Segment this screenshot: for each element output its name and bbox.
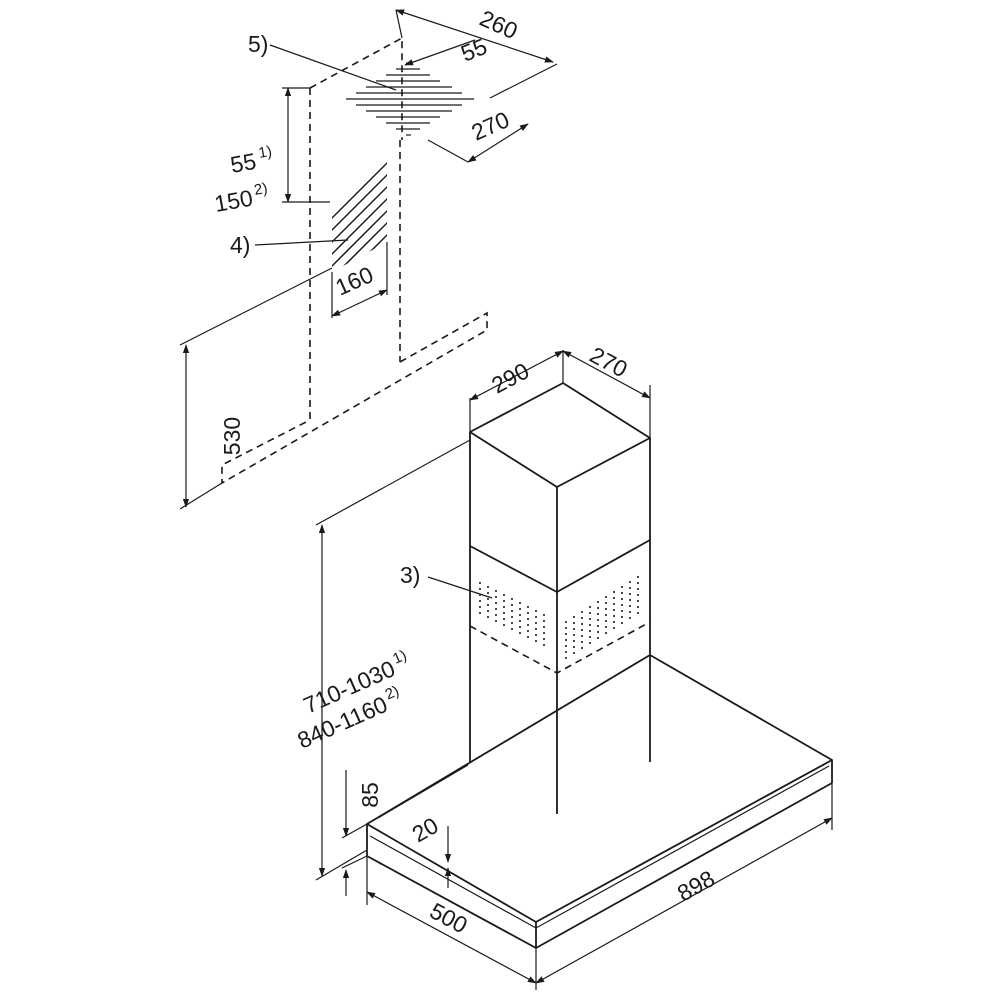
dim-20-label: 20 [408, 812, 443, 847]
air-outlet-grille [346, 62, 474, 136]
dim-85-label: 85 [357, 782, 383, 808]
dim-160-label: 160 [331, 261, 377, 300]
dim-898-label: 898 [673, 865, 719, 906]
dim-150-label: 1502) [212, 180, 271, 217]
dimension-lines [182, 9, 833, 984]
dim-270-chimney-label: 270 [586, 341, 632, 382]
extension-lines [179, 9, 833, 990]
dim-530-label: 530 [219, 417, 245, 455]
dim-290-label: 290 [487, 357, 533, 398]
callout-3: 3) [400, 562, 420, 588]
wall-bracket-outline [221, 36, 488, 485]
dim-55-label: 551) [228, 143, 275, 178]
callout-labels: 5) 4) 3) [230, 31, 420, 588]
dim-270-top-label: 270 [467, 106, 513, 145]
dim-500-label: 500 [426, 897, 472, 938]
callout-5: 5) [248, 31, 268, 57]
callout-4: 4) [230, 232, 250, 258]
chimney [469, 382, 651, 814]
dim-55-top-label: 55 [457, 33, 490, 67]
